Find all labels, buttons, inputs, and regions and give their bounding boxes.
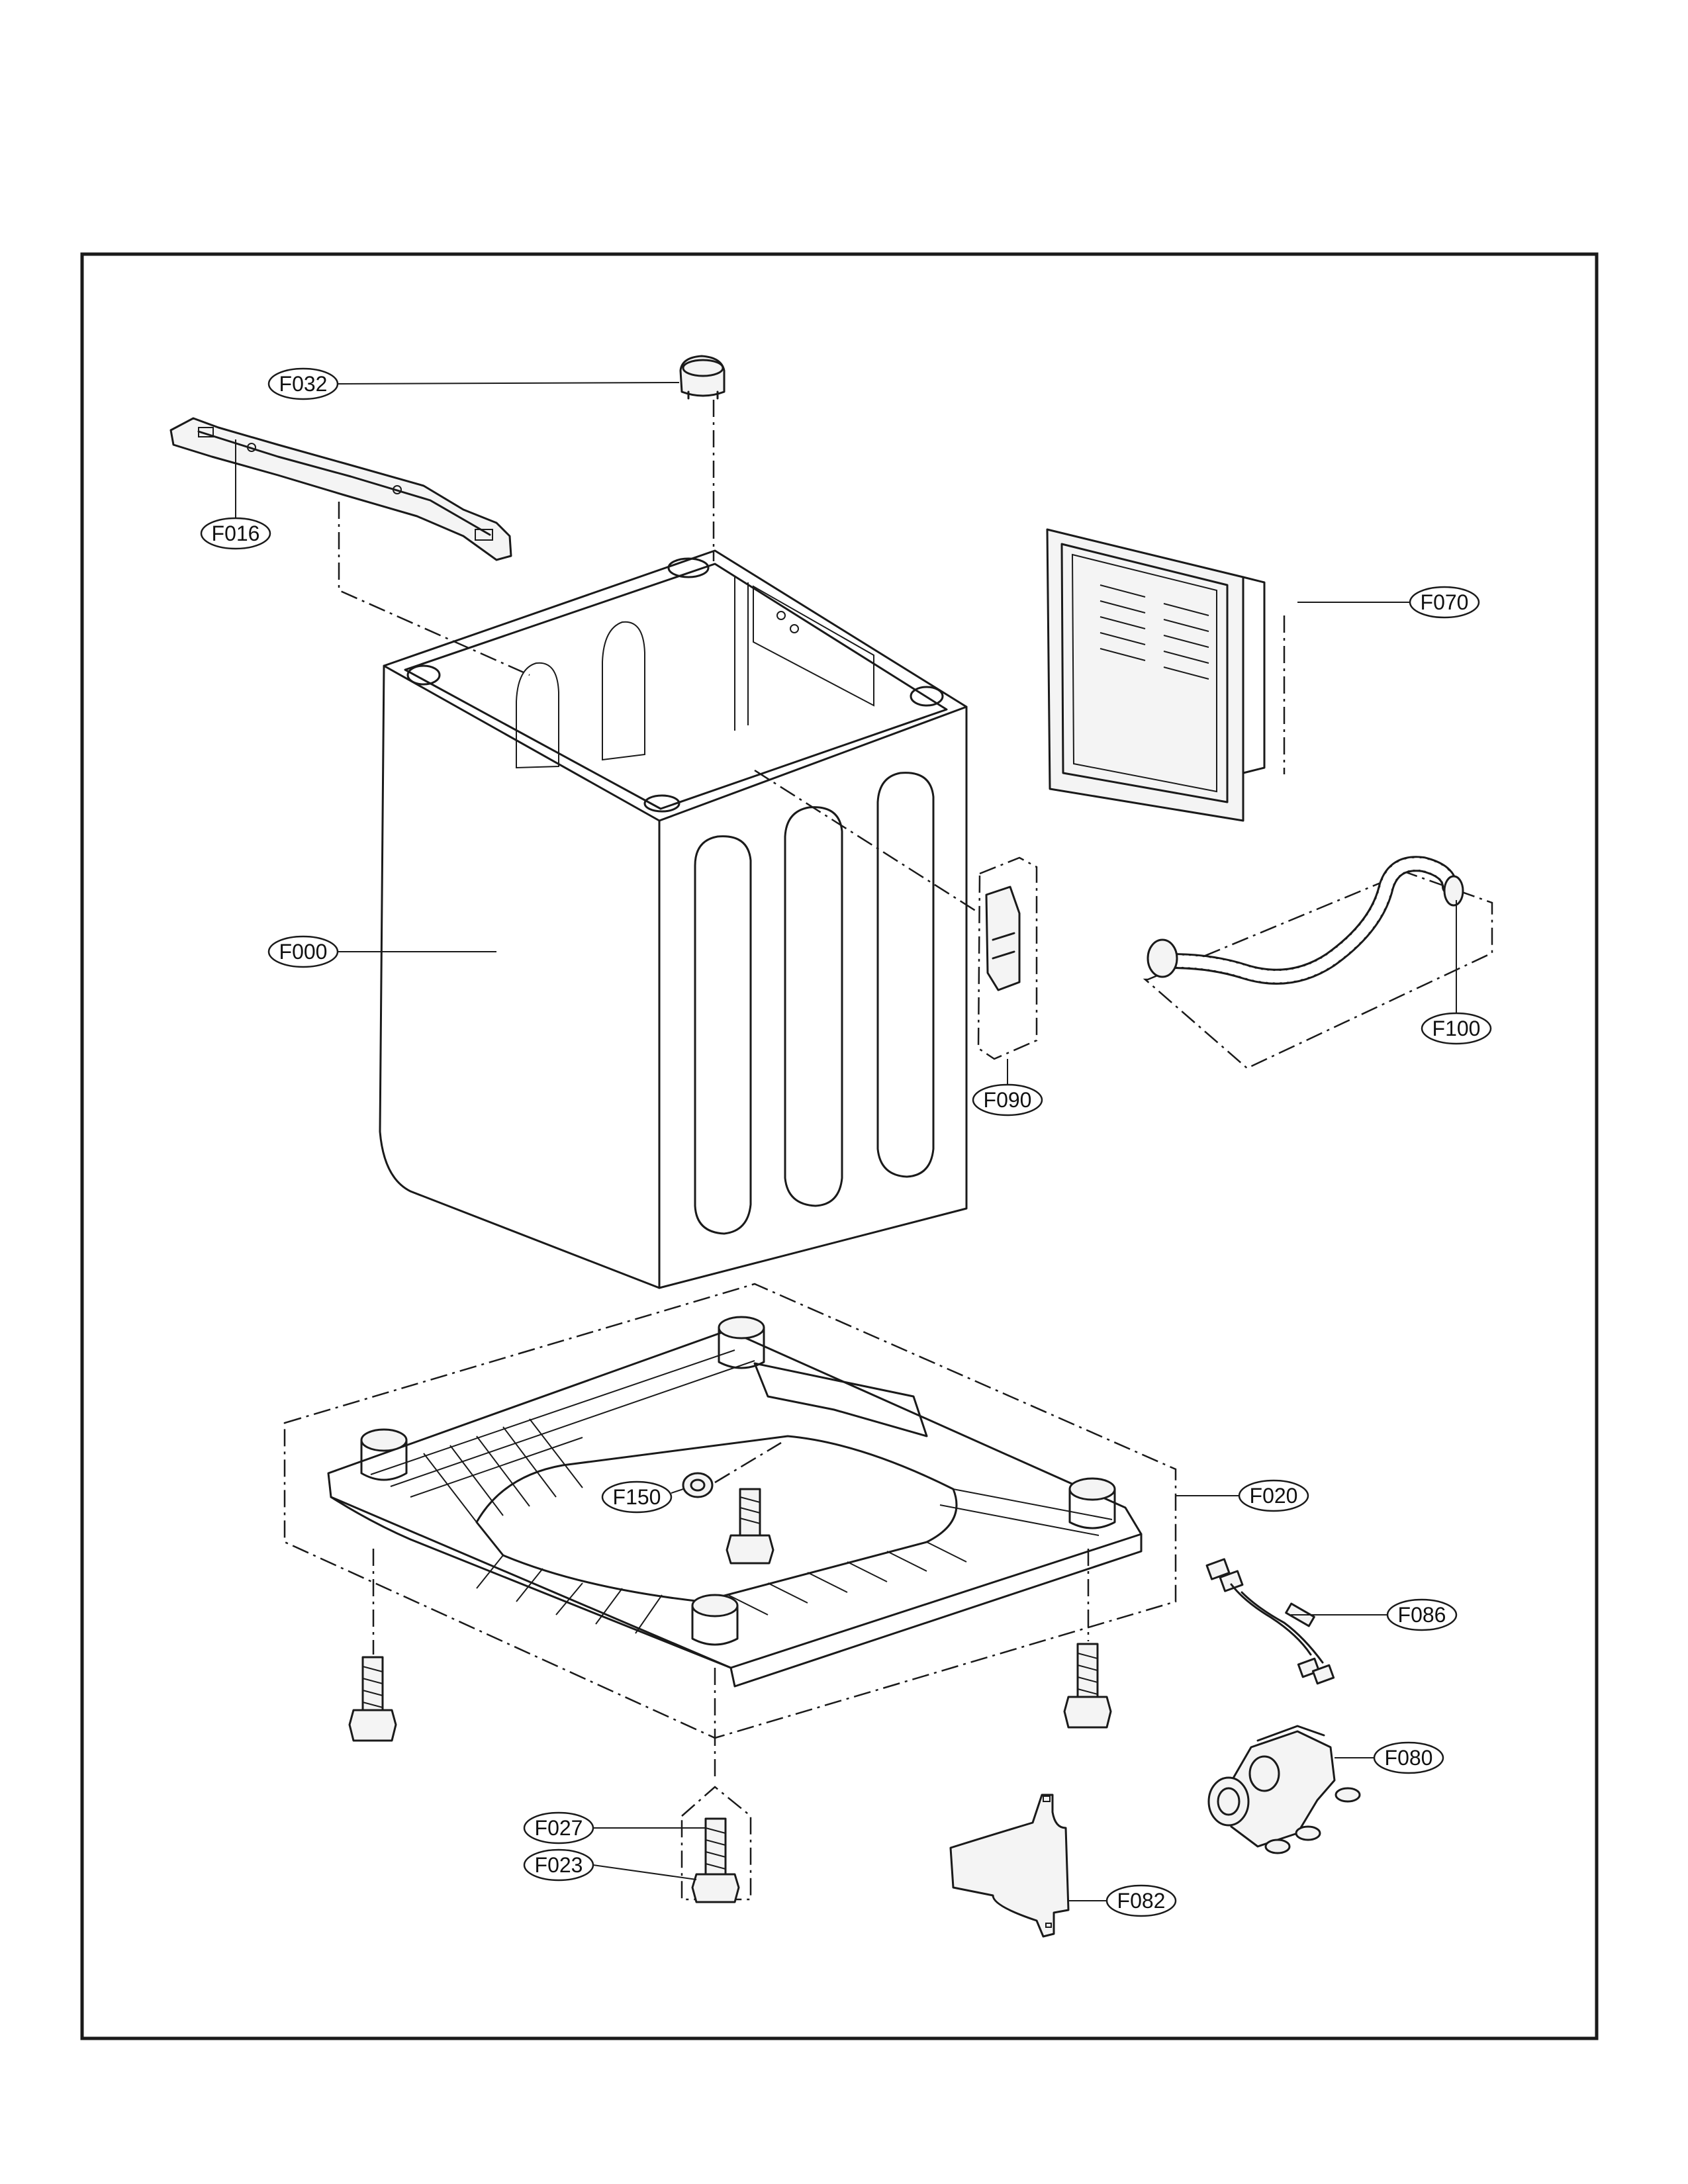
svg-text:F150: F150	[613, 1485, 661, 1509]
callout-f100: F100	[1421, 1012, 1492, 1045]
callout-f000: F000	[267, 935, 339, 968]
callout-f150: F150	[601, 1480, 673, 1514]
part-f080-drain-pump	[1207, 1725, 1361, 1854]
callout-f090: F090	[972, 1083, 1043, 1116]
part-f100-drain-hose	[1143, 856, 1493, 1069]
svg-text:F086: F086	[1398, 1603, 1446, 1627]
callout-f020: F020	[1238, 1479, 1309, 1512]
part-f150-fitting	[682, 1472, 714, 1498]
callout-f080: F080	[1373, 1741, 1444, 1774]
part-f032-clamp	[679, 355, 726, 400]
svg-text:F090: F090	[984, 1088, 1032, 1112]
part-f090-bracket	[977, 856, 1038, 1060]
part-left-bolt	[348, 1656, 397, 1742]
callout-f032: F032	[267, 367, 339, 400]
callout-f027: F027	[523, 1811, 594, 1844]
part-f086-wire-harness	[1205, 1558, 1335, 1685]
diagram-frame	[80, 252, 1599, 2040]
part-center-bolt	[726, 1488, 774, 1565]
part-f027-f023-leg	[680, 1786, 752, 1903]
svg-text:F023: F023	[535, 1853, 583, 1877]
svg-text:F020: F020	[1250, 1484, 1298, 1508]
callout-f086: F086	[1386, 1598, 1458, 1631]
part-f082-insulation-sheet	[949, 1794, 1070, 1938]
callout-f016: F016	[200, 517, 271, 550]
part-f000-cabinet	[379, 549, 968, 1289]
svg-text:F027: F027	[535, 1816, 583, 1840]
svg-text:F100: F100	[1432, 1017, 1481, 1040]
svg-text:F070: F070	[1421, 590, 1469, 614]
svg-text:F082: F082	[1117, 1889, 1166, 1913]
svg-text:F080: F080	[1385, 1746, 1433, 1770]
part-f070-cover-panel	[1046, 528, 1266, 822]
part-f016-rail	[169, 417, 512, 561]
callout-f023: F023	[523, 1848, 594, 1882]
svg-text:F000: F000	[279, 940, 328, 964]
part-f020-base	[283, 1283, 1177, 1739]
callout-f082: F082	[1105, 1884, 1177, 1917]
callout-f070: F070	[1409, 586, 1480, 619]
svg-text:F032: F032	[279, 372, 328, 396]
svg-text:F016: F016	[212, 522, 260, 545]
part-right-bolt	[1063, 1643, 1112, 1729]
